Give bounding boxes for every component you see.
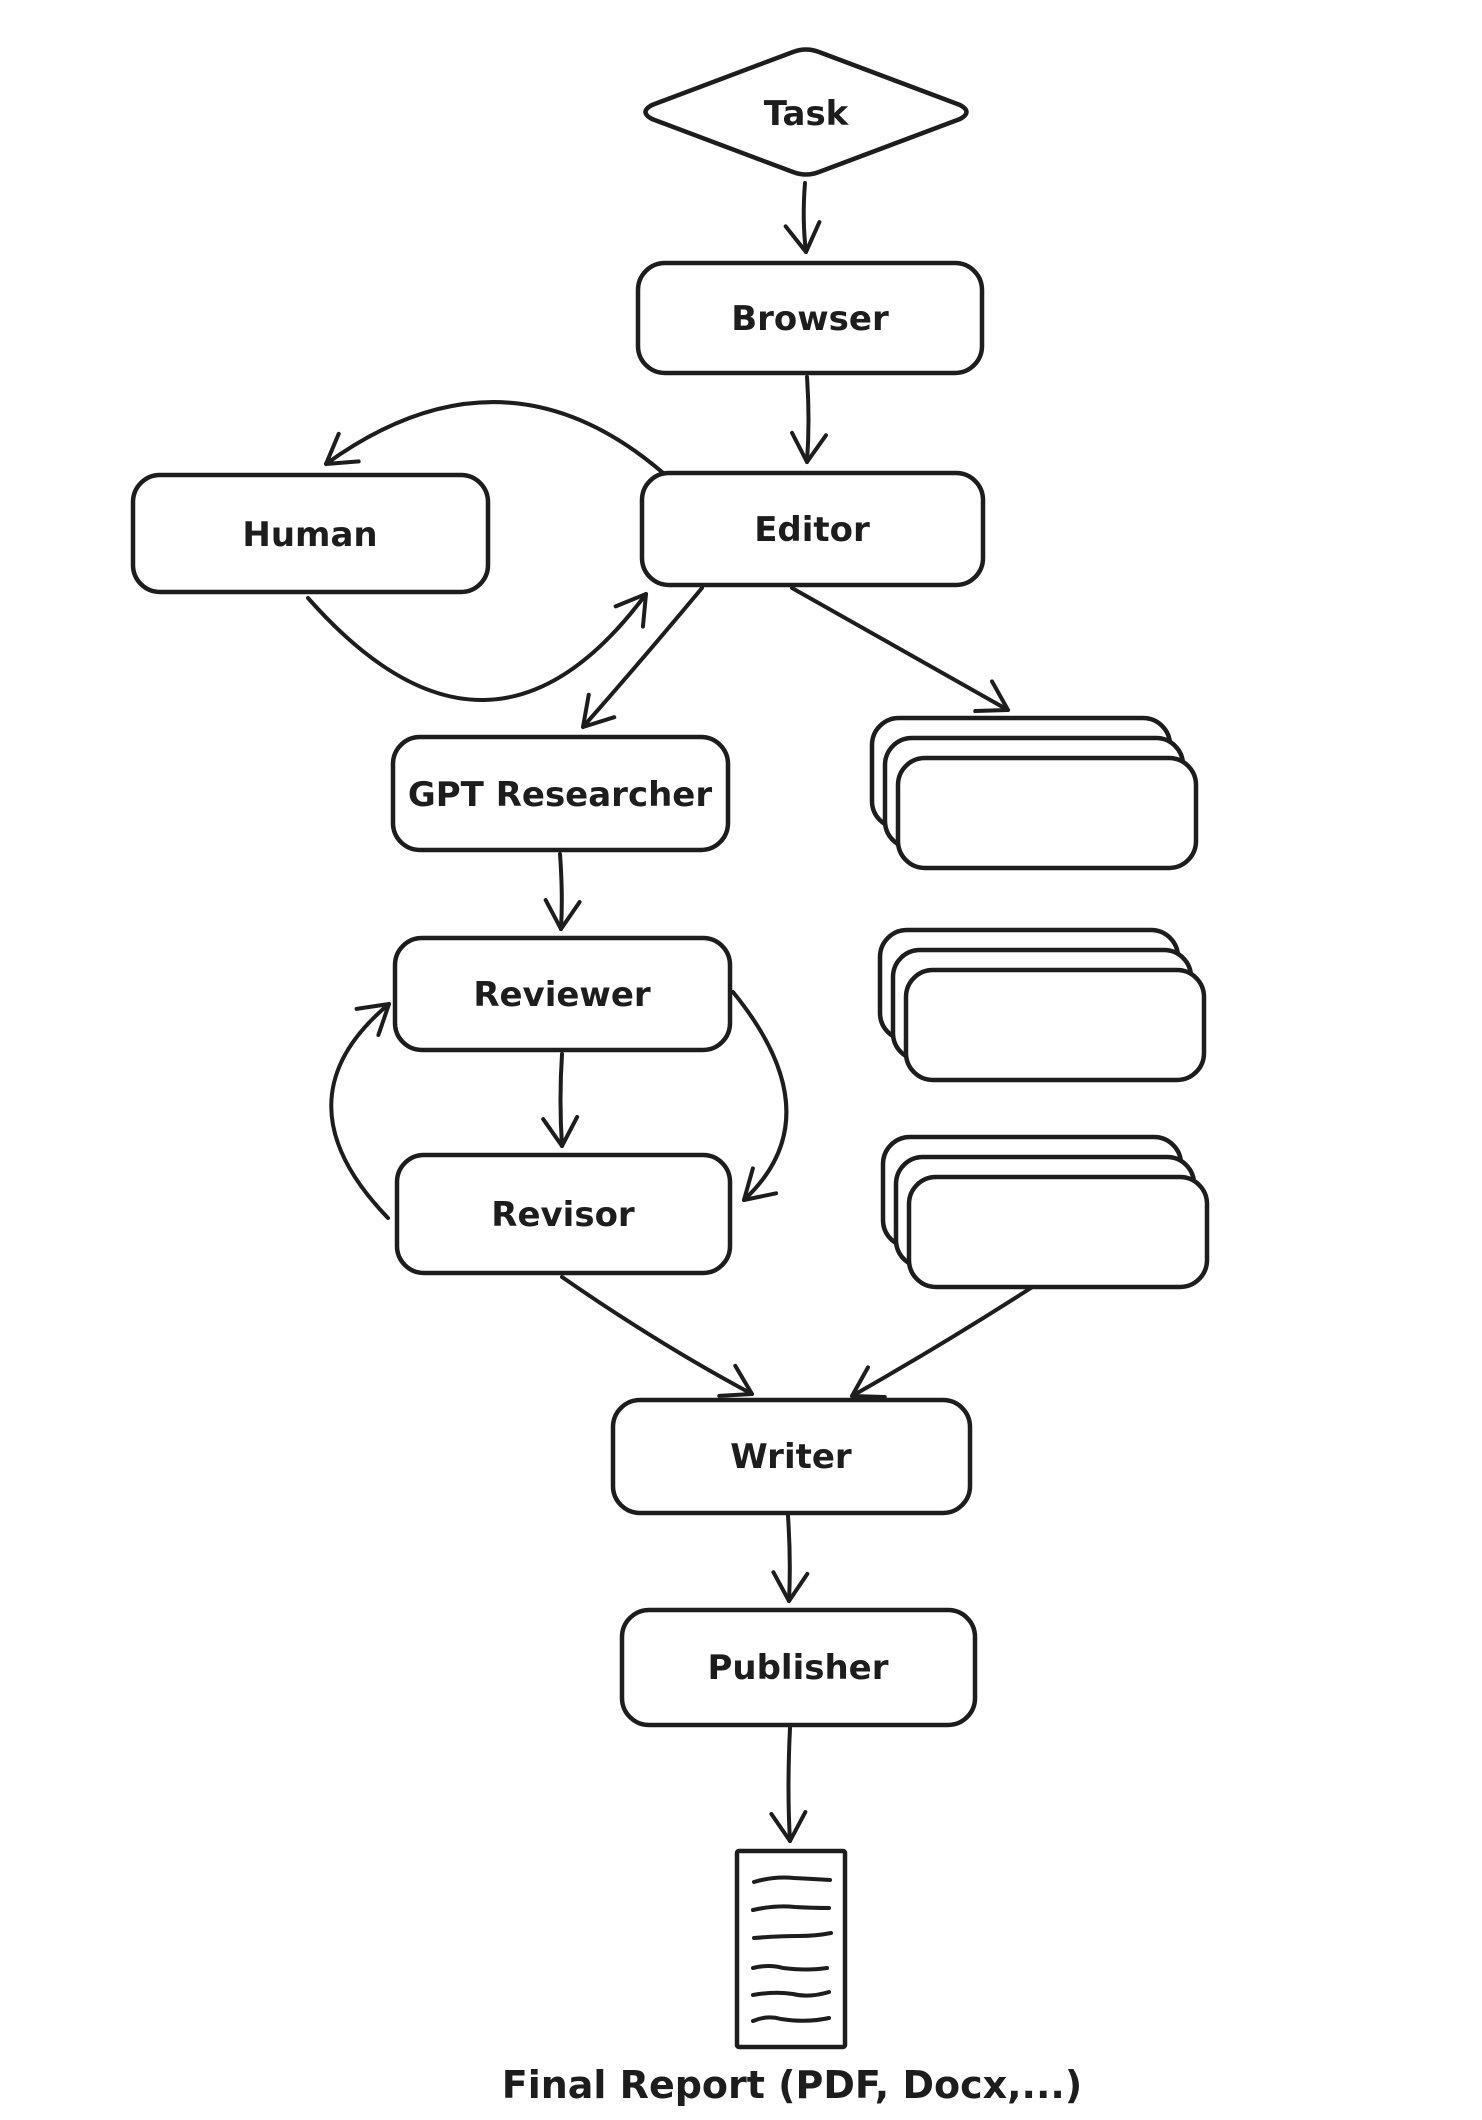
node-reviewer: Reviewer [392, 935, 733, 1053]
edge-human-editor [306, 592, 648, 702]
revisor-label: Revisor [491, 1195, 635, 1235]
document-text-line [751, 2015, 831, 2023]
reviewer-box [392, 935, 733, 1053]
edge-editor-stack-1 [790, 586, 1010, 714]
edges [306, 181, 1036, 1843]
node-editor: Editor [639, 470, 986, 588]
gpt-researcher-box [390, 734, 731, 853]
node-browser: Browser [635, 260, 985, 376]
edge-browser-editor [790, 375, 828, 464]
edge-gpt-researcher-reviewer [543, 852, 582, 931]
edge-editor-human [324, 400, 672, 481]
human-label: Human [242, 515, 377, 555]
edge-task-browser [783, 181, 822, 254]
browser-box [635, 260, 985, 376]
reviewer-label: Reviewer [473, 975, 651, 1015]
writer-box [610, 1397, 973, 1516]
document-outline [734, 1848, 848, 2050]
edge-revisor-writer [560, 1275, 754, 1398]
final-report-caption: Final Report (PDF, Docx,...) [502, 2063, 1082, 2107]
node-human: Human [130, 472, 491, 595]
human-box [130, 472, 491, 595]
edge-revisor-reviewer-cycle [329, 1002, 391, 1220]
node-task: Task [643, 47, 969, 177]
edge-writer-publisher [771, 1514, 810, 1603]
parallel-agents-stack-2 [877, 927, 1207, 1083]
writer-label: Writer [730, 1437, 852, 1477]
task-diamond [643, 47, 969, 177]
edge-editor-gpt-researcher [581, 586, 704, 729]
edge-reviewer-revisor [541, 1052, 580, 1148]
node-revisor: Revisor [394, 1152, 733, 1276]
edge-stack-3-writer [850, 1284, 1036, 1399]
node-publisher: Publisher [619, 1607, 978, 1728]
editor-label: Editor [754, 510, 870, 550]
document-text-line [752, 1931, 833, 1940]
stack-card [903, 967, 1207, 1083]
gpt-researcher-label: GPT Researcher [408, 775, 713, 815]
editor-box [639, 470, 986, 588]
browser-label: Browser [731, 299, 889, 339]
publisher-label: Publisher [707, 1648, 888, 1688]
parallel-agents-stack-1 [869, 715, 1199, 871]
edge-publisher-final-report [769, 1726, 808, 1843]
edge-reviewer-revisor-cycle [731, 990, 789, 1202]
task-label: Task [764, 94, 850, 134]
revisor-box [394, 1152, 733, 1276]
document-text-line [751, 1990, 831, 1998]
publisher-box [619, 1607, 978, 1728]
document-text-line [751, 1904, 831, 1912]
parallel-agents-stack-3 [880, 1134, 1210, 1290]
stack-card [895, 755, 1199, 871]
document-text-line [751, 1964, 829, 1972]
document-icon [734, 1848, 848, 2050]
stack-card [906, 1174, 1210, 1290]
node-writer: Writer [610, 1397, 973, 1516]
document-text-line [752, 1875, 832, 1884]
node-gpt-researcher: GPT Researcher [390, 734, 731, 853]
